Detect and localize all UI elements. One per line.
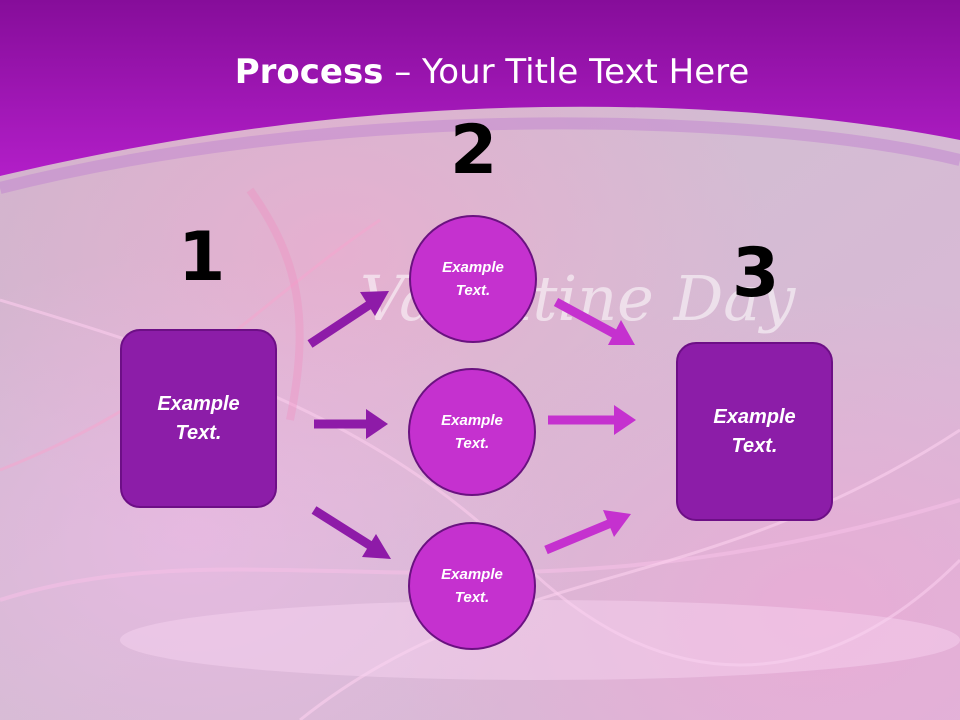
circle-middle-line1: Example — [441, 412, 503, 429]
title-bold: Process — [234, 52, 384, 92]
arrow-left-to-bottom — [311, 506, 391, 559]
slide-title: Process – Your Title Text Here — [0, 52, 960, 92]
circle-top[interactable]: Example Text. — [409, 215, 537, 343]
circle-bottom-line2: Text. — [454, 589, 490, 606]
step-number-3: 3 — [732, 234, 780, 313]
step-number-2: 2 — [450, 111, 498, 190]
arrow-bottom-to-right — [544, 510, 631, 555]
arrow-top-to-right — [553, 298, 635, 345]
circle-bottom-line1: Example — [441, 566, 503, 583]
left-box[interactable]: Example Text. — [120, 329, 277, 508]
right-box[interactable]: Example Text. — [676, 342, 833, 521]
left-box-line1: Example — [157, 392, 240, 415]
right-box-line2: Text. — [731, 434, 778, 457]
arrow-left-to-top — [307, 291, 389, 348]
circle-middle[interactable]: Example Text. — [408, 368, 536, 496]
title-rest: – Your Title Text Here — [383, 52, 750, 92]
circle-top-line1: Example — [442, 259, 504, 276]
circle-top-line2: Text. — [455, 282, 491, 299]
circle-bottom[interactable]: Example Text. — [408, 522, 536, 650]
circle-middle-line2: Text. — [454, 435, 490, 452]
arrow-left-to-middle — [314, 409, 388, 439]
right-box-line1: Example — [713, 405, 796, 428]
arrow-middle-to-right — [548, 405, 636, 435]
step-number-1: 1 — [178, 218, 226, 297]
left-box-line2: Text. — [175, 421, 222, 444]
